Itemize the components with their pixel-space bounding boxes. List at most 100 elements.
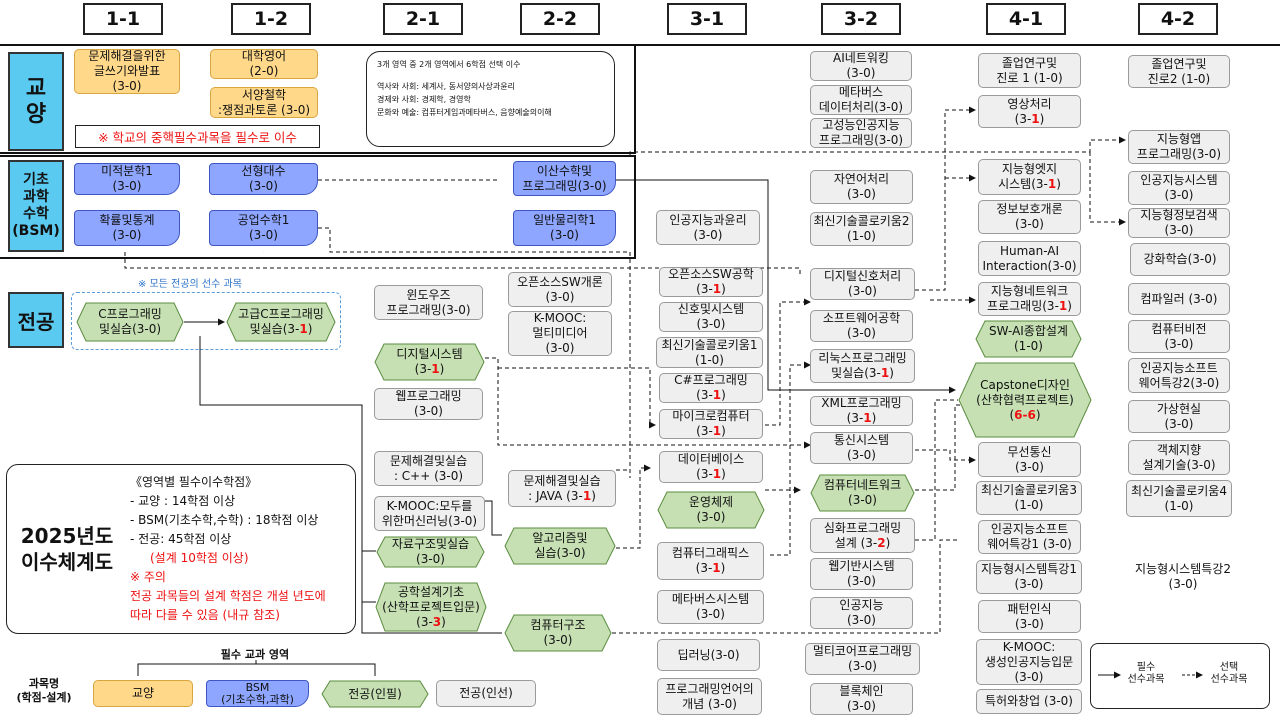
course-graduation-research2[interactable]: 졸업연구및 진로2 (1-0)	[1128, 55, 1230, 88]
course-colloquium4[interactable]: 최신기술콜로키움4 (1-0)	[1126, 480, 1232, 517]
req-line: 따라 다를 수 있음 (내규 참조)	[130, 608, 280, 622]
hexagon-shape	[374, 343, 485, 381]
course-data-structures[interactable]: 자료구조및실습 (3-0)	[376, 536, 485, 568]
course-csharp-programming[interactable]: C#프로그래밍 (3-1)	[659, 373, 763, 403]
course-web-programming[interactable]: 웹프로그래밍 (3-0)	[374, 388, 483, 420]
course-wireless-communication[interactable]: 무선통신 (3-0)	[978, 442, 1081, 477]
course-computer-architecture[interactable]: 컴퓨터구조 (3-0)	[504, 614, 612, 652]
course-information-security[interactable]: 정보보호개론 (3-0)	[978, 200, 1081, 234]
course-intelligent-edge-system[interactable]: 지능형엣지 시스템(3-1)	[978, 159, 1081, 195]
course-calculus1[interactable]: 미적분학1 (3-0)	[74, 163, 180, 195]
course-software-engineering[interactable]: 소프트웨어공학 (3-0)	[810, 310, 913, 342]
course-label-text: Capstone디자인 (산학협력프로젝트) (	[976, 377, 1074, 422]
design-credit: 1	[712, 424, 722, 438]
course-discrete-math[interactable]: 이산수학및 프로그래밍(3-0)	[513, 161, 616, 196]
course-ai-networking[interactable]: AI네트워킹 (3-0)	[810, 51, 912, 81]
course-ai-software-special2[interactable]: 인공지능소프트 웨어특강2(3-0)	[1128, 358, 1230, 393]
course-sw-ai-capstone[interactable]: SW-AI종합설계 (1-0)	[975, 320, 1082, 358]
course-label-text: )	[1039, 111, 1045, 126]
course-intelligent-system-special1[interactable]: 지능형시스템특강1 (3-0)	[976, 560, 1082, 594]
design-credit: 1	[712, 467, 722, 481]
course-general-physics1[interactable]: 일반물리학1 (3-0)	[513, 210, 616, 246]
course-virtual-reality[interactable]: 가상현실 (3-0)	[1128, 400, 1230, 433]
course-windows-programming[interactable]: 윈도우즈 프로그래밍(3-0)	[374, 285, 483, 320]
hexagon-shape	[226, 302, 336, 342]
course-database[interactable]: 데이터베이스 (3-1)	[659, 451, 763, 483]
course-intelligent-info-retrieval[interactable]: 지능형정보검색 (3-0)	[1128, 208, 1230, 238]
course-dsp[interactable]: 디지털신호처리 (3-0)	[810, 268, 915, 300]
hexagon-shape	[657, 491, 765, 529]
course-colloquium2[interactable]: 최신기술콜로키움2 (1-0)	[810, 212, 913, 246]
course-computer-network[interactable]: 컴퓨터네트워크 (3-0)	[810, 474, 915, 512]
course-probability-statistics[interactable]: 확률및통계 (3-0)	[74, 210, 180, 246]
course-intelligent-app-programming[interactable]: 지능형앱 프로그래밍(3-0)	[1128, 130, 1230, 164]
course-linear-algebra[interactable]: 선형대수 (3-0)	[209, 163, 318, 195]
course-intelligent-network-programming[interactable]: 지능형네트워크 프로그래밍(3-1)	[978, 282, 1081, 316]
course-opensource-sw-intro[interactable]: 오픈소스SW개론 (3-0)	[508, 272, 612, 307]
course-graduation-research1[interactable]: 졸업연구및 진로 1 (1-0)	[978, 53, 1081, 88]
course-metaverse-data[interactable]: 메타버스 데이터처리(3-0)	[810, 85, 912, 115]
course-engineering-design-basics[interactable]: 공학설계기초 (산학프로젝트입문) (3-3)	[375, 582, 487, 632]
gen-area-line: 경제와 사회: 경제학, 경영학	[377, 95, 471, 104]
course-kmooc-multimedia[interactable]: K-MOOC: 멀티미디어 (3-0)	[508, 311, 612, 356]
course-kmooc-ml[interactable]: K-MOOC:모두를 위한머신러닝(3-0)	[374, 496, 485, 531]
course-label-text: )	[721, 388, 726, 402]
course-label-text: )	[885, 535, 891, 550]
course-c-programming[interactable]: C프로그래밍 및실습(3-0)	[76, 302, 184, 342]
course-label: XML프로그래밍 (3-1)	[821, 396, 901, 426]
course-hpc-ai-programming[interactable]: 고성능인공지능 프로그래밍(3-0)	[810, 118, 912, 148]
course-label: 컴퓨터네트워크 (3-0)	[823, 478, 902, 507]
course-deep-learning[interactable]: 딥러닝(3-0)	[657, 639, 760, 671]
course-operating-system[interactable]: 운영체제 (3-0)	[657, 491, 765, 529]
course-colloquium1[interactable]: 최신기술콜로키움1 (1-0)	[656, 337, 763, 368]
course-patent-startup[interactable]: 특허와창업 (3-0)	[976, 689, 1082, 714]
course-nlp[interactable]: 자연어처리 (3-0)	[810, 170, 913, 204]
course-western-philosophy[interactable]: 서양철학 :쟁점과토론 (3-0)	[210, 87, 318, 118]
course-engineering-math1[interactable]: 공업수학1 (3-0)	[209, 210, 318, 246]
course-communication-system[interactable]: 통신시스템 (3-0)	[810, 432, 913, 464]
course-ai-system[interactable]: 인공지능시스템 (3-0)	[1128, 171, 1230, 205]
design-credit: 3	[432, 614, 442, 629]
course-writing-presentation[interactable]: 문제해결을위한 글쓰기와발표 (3-0)	[74, 49, 180, 94]
design-credit: 1	[299, 322, 308, 336]
course-kmooc-generative-ai[interactable]: K-MOOC: 생성인공지능입문 (3-0)	[976, 639, 1082, 685]
course-artificial-intelligence[interactable]: 인공지능 (3-0)	[810, 597, 913, 629]
course-linux-programming[interactable]: 리눅스프로그래밍 및실습(3-1)	[810, 349, 915, 383]
course-opensource-sw-eng[interactable]: 오픈소스SW공학 (3-1)	[659, 267, 763, 297]
course-human-ai-interaction[interactable]: Human-AI Interaction(3-0)	[978, 241, 1081, 276]
course-colloquium3[interactable]: 최신기술콜로키움3 (1-0)	[976, 481, 1082, 515]
semester-header-3-2: 3-2	[821, 3, 901, 35]
course-label: 알고리즘및 실습(3-0)	[532, 531, 588, 560]
course-computer-graphics[interactable]: 컴퓨터그래픽스 (3-1)	[657, 542, 764, 580]
course-compiler[interactable]: 컴파일러 (3-0)	[1128, 283, 1230, 315]
course-metaverse-system[interactable]: 메타버스시스템 (3-0)	[657, 590, 764, 624]
course-programming-languages[interactable]: 프로그래밍언어의 개념 (3-0)	[657, 678, 762, 715]
course-intelligent-system-special2[interactable]: 지능형시스템특강2 (3-0)	[1135, 561, 1231, 591]
course-digital-system[interactable]: 디지털시스템 (3-1)	[374, 343, 485, 381]
course-advanced-c-programming[interactable]: 고급C프로그래밍 및실습(3-1)	[226, 302, 336, 342]
course-blockchain[interactable]: 블록체인 (3-0)	[810, 683, 913, 715]
course-capstone-design[interactable]: Capstone디자인 (산학협력프로젝트) (6-6)	[958, 362, 1092, 438]
category-bsm: 기초 과학 수학 (BSM)	[8, 160, 64, 252]
course-computer-vision[interactable]: 컴퓨터비전 (3-0)	[1128, 320, 1230, 353]
course-algorithms[interactable]: 알고리즘및 실습(3-0)	[504, 527, 616, 565]
course-web-based-system[interactable]: 웹기반시스템 (3-0)	[810, 558, 913, 590]
course-microcomputer[interactable]: 마이크로컴퓨터 (3-1)	[659, 409, 763, 439]
course-reinforcement-learning[interactable]: 강화학습(3-0)	[1130, 243, 1230, 276]
course-problem-solving-java[interactable]: 문제해결및실습 : JAVA (3-1)	[508, 470, 616, 507]
course-signals-systems[interactable]: 신호및시스템 (3-0)	[659, 302, 763, 332]
req-line: - 전공: 45학점 이상	[130, 532, 232, 546]
course-college-english[interactable]: 대학영어 (2-0)	[210, 49, 318, 79]
course-ai-ethics[interactable]: 인공지능과윤리 (3-0)	[656, 210, 760, 245]
course-xml-programming[interactable]: XML프로그래밍 (3-1)	[810, 396, 913, 426]
course-pattern-recognition[interactable]: 패턴인식 (3-0)	[978, 600, 1081, 633]
course-advanced-programming-design[interactable]: 심화프로그래밍 설계 (3-2)	[810, 518, 915, 553]
course-image-processing[interactable]: 영상처리 (3-1)	[978, 95, 1081, 128]
course-object-oriented-design[interactable]: 객체지향 설계기술(3-0)	[1128, 440, 1230, 475]
course-ai-software-special1[interactable]: 인공지능소프트 웨어특강1 (3-0)	[978, 520, 1081, 554]
legend-major-required: 전공(인필)	[321, 680, 429, 708]
hexagon-shape	[375, 582, 487, 632]
course-problem-solving-cpp[interactable]: 문제해결및실습 : C++ (3-0)	[374, 451, 483, 486]
course-multicore-programming[interactable]: 멀티코어프로그래밍 (3-0)	[805, 643, 920, 675]
